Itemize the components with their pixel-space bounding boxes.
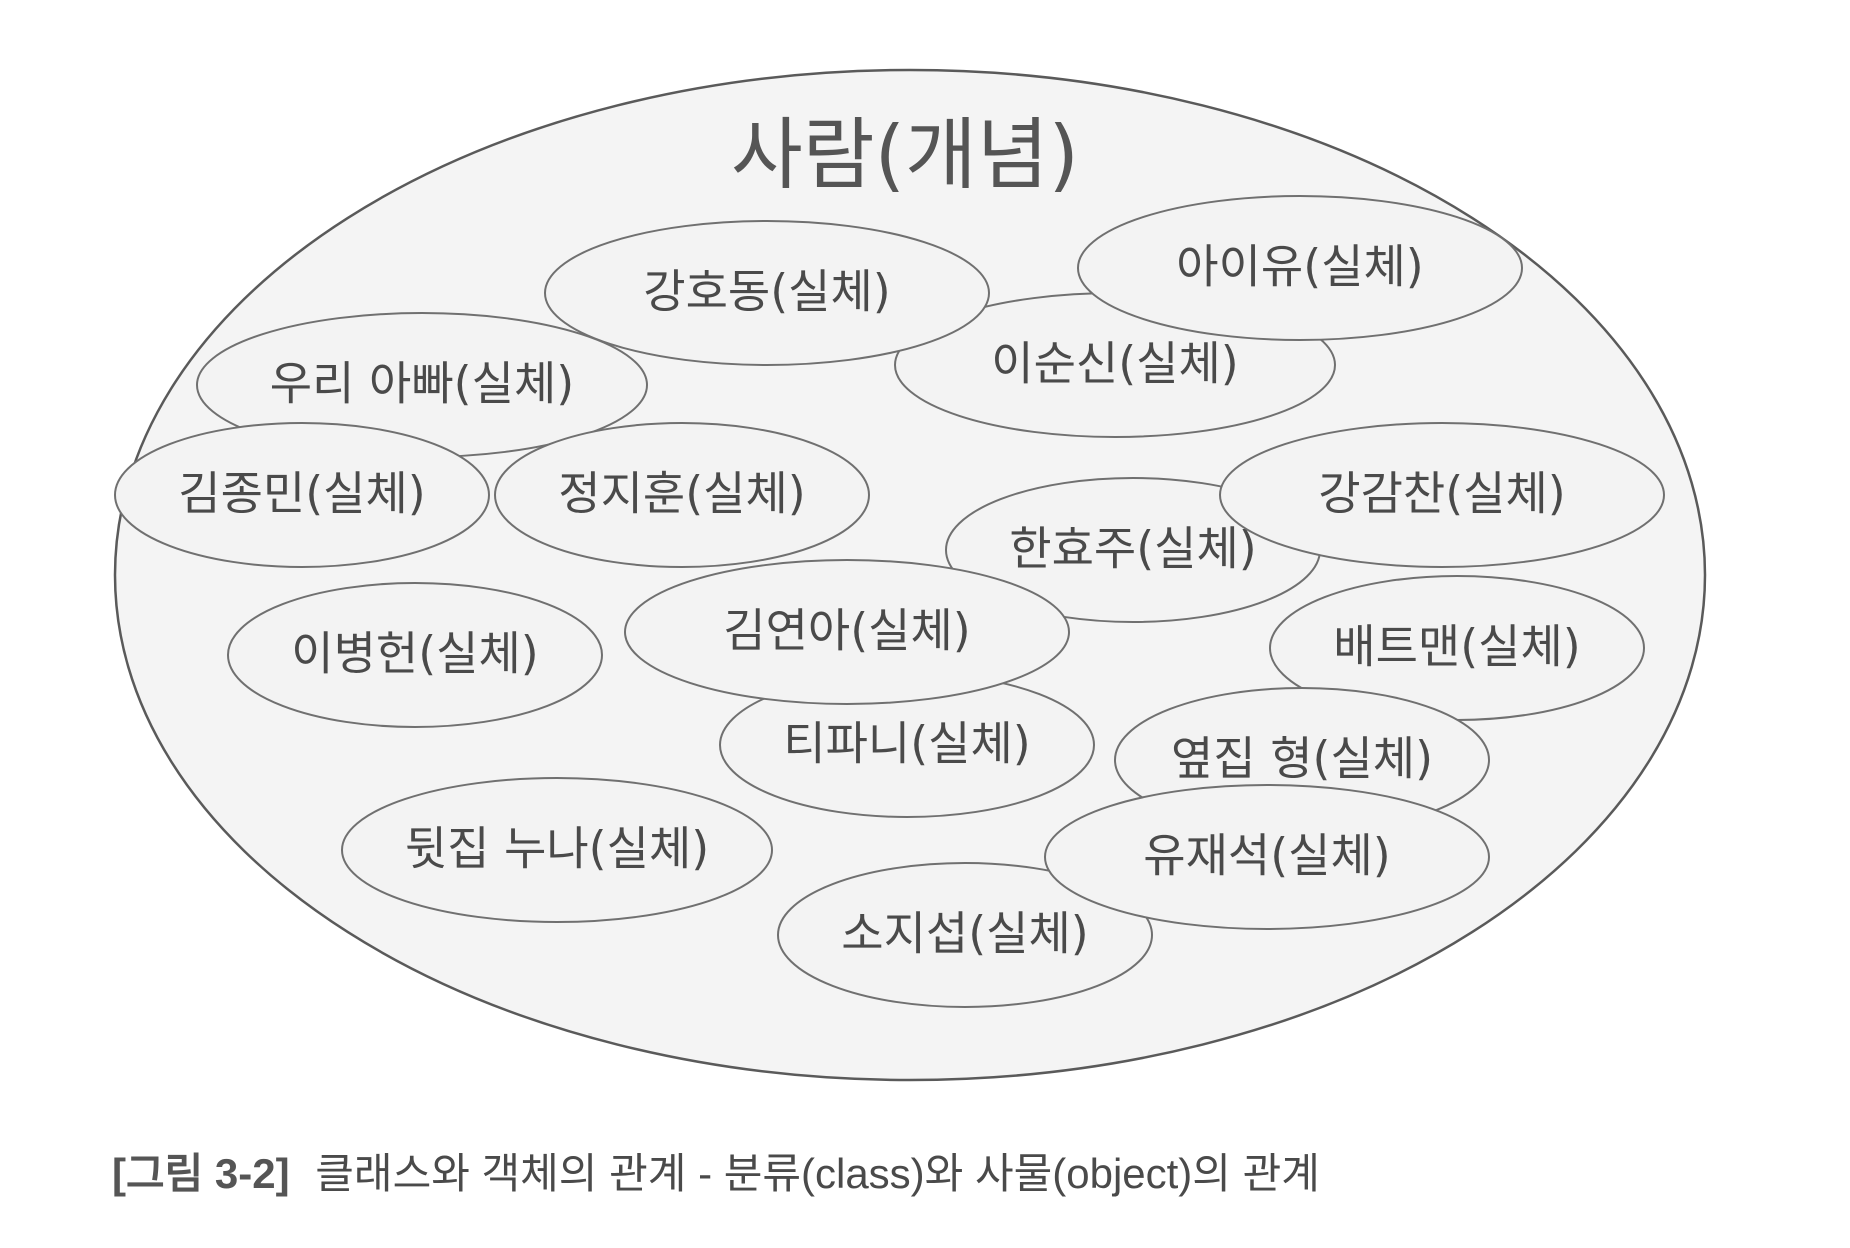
- entity-tiffany: 티파니(실체): [719, 672, 1095, 818]
- entity-yunakim: 김연아(실체): [624, 559, 1070, 705]
- entity-sojisub: 소지섭(실체): [777, 862, 1153, 1008]
- entity-label: 김종민(실체): [178, 467, 426, 521]
- entity-dwitjip-nuna: 뒷집 누나(실체): [341, 777, 773, 923]
- figure-caption: [그림 3-2] 클래스와 객체의 관계 - 분류(class)와 사물(obj…: [112, 1140, 1320, 1201]
- entity-batman: 배트맨(실체): [1269, 575, 1645, 721]
- entity-yeopjip-hyung: 옆집 형(실체): [1114, 687, 1490, 833]
- entity-label: 옆집 형(실체): [1171, 732, 1433, 786]
- entity-label: 아이유(실체): [1176, 240, 1424, 294]
- entity-label: 강감찬(실체): [1318, 467, 1566, 521]
- entity-label: 뒷집 누나(실체): [405, 822, 709, 876]
- entity-jungjihoon: 정지훈(실체): [494, 422, 870, 568]
- entity-label: 한효주(실체): [1009, 522, 1257, 576]
- entity-label: 강호동(실체): [643, 265, 891, 319]
- entity-iu: 아이유(실체): [1077, 195, 1523, 341]
- entity-label: 이순신(실체): [991, 337, 1239, 391]
- entity-label: 이병헌(실체): [291, 627, 539, 681]
- figure-caption-text: 클래스와 객체의 관계 - 분류(class)와 사물(object)의 관계: [315, 1150, 1320, 1197]
- entity-hanhyojoo: 한효주(실체): [945, 477, 1321, 623]
- entity-kanghodong: 강호동(실체): [544, 220, 990, 366]
- entity-label: 배트맨(실체): [1333, 620, 1581, 674]
- entity-label: 유재석(실체): [1143, 829, 1391, 883]
- entity-uri-appa: 우리 아빠(실체): [196, 312, 648, 458]
- entity-label: 우리 아빠(실체): [270, 357, 574, 411]
- entity-kimjongmin: 김종민(실체): [114, 422, 490, 568]
- entity-label: 정지훈(실체): [558, 467, 806, 521]
- entity-kanggamchan: 강감찬(실체): [1219, 422, 1665, 568]
- entity-lee-byunghun: 이병헌(실체): [227, 582, 603, 728]
- entity-label: 소지섭(실체): [841, 907, 1089, 961]
- entity-yujaesuk: 유재석(실체): [1044, 784, 1490, 930]
- entity-label: 티파니(실체): [783, 717, 1031, 771]
- entity-label: 김연아(실체): [723, 604, 971, 658]
- figure-number: [그림 3-2]: [112, 1150, 290, 1197]
- concept-label: 사람(개념): [731, 110, 1079, 200]
